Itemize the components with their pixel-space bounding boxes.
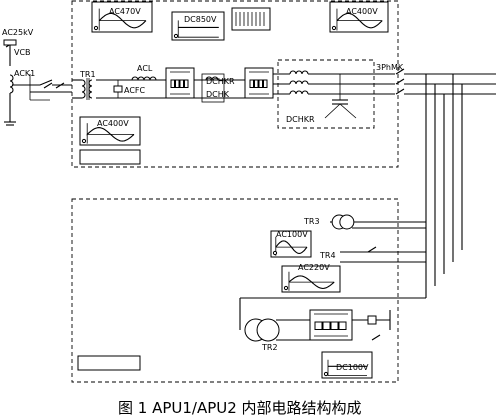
vcb-label: VCB	[14, 48, 31, 57]
ac470-box-pin	[93, 25, 99, 31]
control-box-top	[79, 149, 141, 165]
rectifier-unit-cell	[179, 79, 184, 88]
ac400-top-box-wave	[336, 12, 383, 29]
tr4-label: TR4	[319, 251, 336, 260]
inverter-unit-cell	[254, 79, 259, 88]
ac400-top-box-frame	[329, 1, 389, 33]
dchkr-b-label: DCHKR	[286, 115, 315, 124]
pwm-box	[231, 7, 271, 31]
filter-coil	[289, 90, 309, 95]
ac100-box-label: AC100V	[276, 230, 308, 239]
dc-supply-unit-cell	[330, 321, 339, 330]
acl-coil	[131, 76, 157, 81]
dc-switch	[371, 334, 381, 341]
threephase-contactor-label: 3PhMK	[376, 63, 404, 72]
ac100-box-pin	[272, 250, 278, 256]
contactor-pole	[395, 78, 405, 85]
contactor-pole	[395, 68, 405, 75]
ac220-box-frame	[281, 265, 341, 293]
components	[3, 0, 405, 383]
ac100-box-wave	[275, 240, 308, 254]
dc-supply-unit-cell	[338, 321, 347, 330]
acfc-label: ACFC	[124, 86, 146, 95]
switch-a	[43, 82, 53, 89]
figure-caption: 图 1 APU1/APU2 内部电路结构构成	[118, 399, 362, 417]
inverter-unit-cell	[263, 79, 268, 88]
tr1-secondary	[88, 79, 93, 99]
contactor-pole	[395, 88, 405, 95]
dc850-box-pin	[173, 33, 179, 39]
ac400-left-box-pin	[81, 138, 87, 144]
lower-enclosure	[71, 198, 399, 383]
fuse	[367, 315, 377, 325]
rectifier-unit-cell	[184, 79, 189, 88]
switch-b	[55, 82, 65, 89]
filter-cap-tie	[324, 103, 357, 119]
dc-supply-unit-cell	[322, 321, 331, 330]
ac400-left-box-frame	[79, 116, 141, 146]
ack1-label: ACK1	[14, 69, 35, 78]
rectifier-unit-cell	[170, 79, 175, 88]
ac470-box-frame	[91, 1, 153, 33]
tr2-label: TR2	[261, 343, 278, 352]
tr3-label: TR3	[303, 217, 320, 226]
dchkr-a-label: DCHKR	[206, 77, 235, 86]
dc-supply-unit-cell	[314, 321, 323, 330]
tr1-label: TR1	[79, 70, 96, 79]
ac470-box-wave	[98, 12, 147, 29]
acl-label: ACL	[137, 64, 153, 73]
ac220-box-wave	[288, 275, 335, 289]
tr1-primary	[81, 79, 86, 99]
ack1-to-switch	[12, 79, 53, 86]
dchkr-coil	[205, 76, 219, 81]
dc100-box-pin	[323, 371, 329, 377]
dchk-block	[201, 73, 225, 103]
ac470-box-label: AC470V	[109, 7, 141, 16]
ac220-box-pin	[283, 285, 289, 291]
tr3-secondary	[339, 214, 355, 230]
filter-coil	[289, 70, 309, 75]
inverter-unit-cell	[249, 79, 254, 88]
source-voltage-label: AC25kV	[2, 28, 34, 37]
control-box-bottom	[77, 355, 141, 371]
ac400-top-box-pin	[331, 25, 337, 31]
ack1-coil	[9, 74, 14, 94]
ac400-left-box-wave	[86, 127, 135, 142]
dc850-box-label: DC850V	[184, 15, 217, 24]
ac400-top-box-label: AC400V	[346, 7, 378, 16]
ac400-left-box-label: AC400V	[97, 119, 129, 128]
output-filter-enclosure	[277, 59, 375, 129]
dc850-box-frame	[171, 11, 225, 41]
rectifier-unit-cell	[175, 79, 180, 88]
acfc-cap	[113, 85, 123, 93]
vcb-body	[3, 39, 17, 46]
tr2-secondary	[256, 318, 280, 342]
filter-coil	[289, 80, 309, 85]
dc100-box-frame	[321, 351, 373, 379]
inverter-unit-cell	[258, 79, 263, 88]
dchk-label: DCHK	[206, 90, 230, 99]
upper-enclosure	[71, 0, 399, 168]
dc100-box-label: DC100V	[336, 363, 369, 372]
tr4-switch	[367, 246, 377, 253]
ac220-box-label: AC220V	[298, 263, 330, 272]
